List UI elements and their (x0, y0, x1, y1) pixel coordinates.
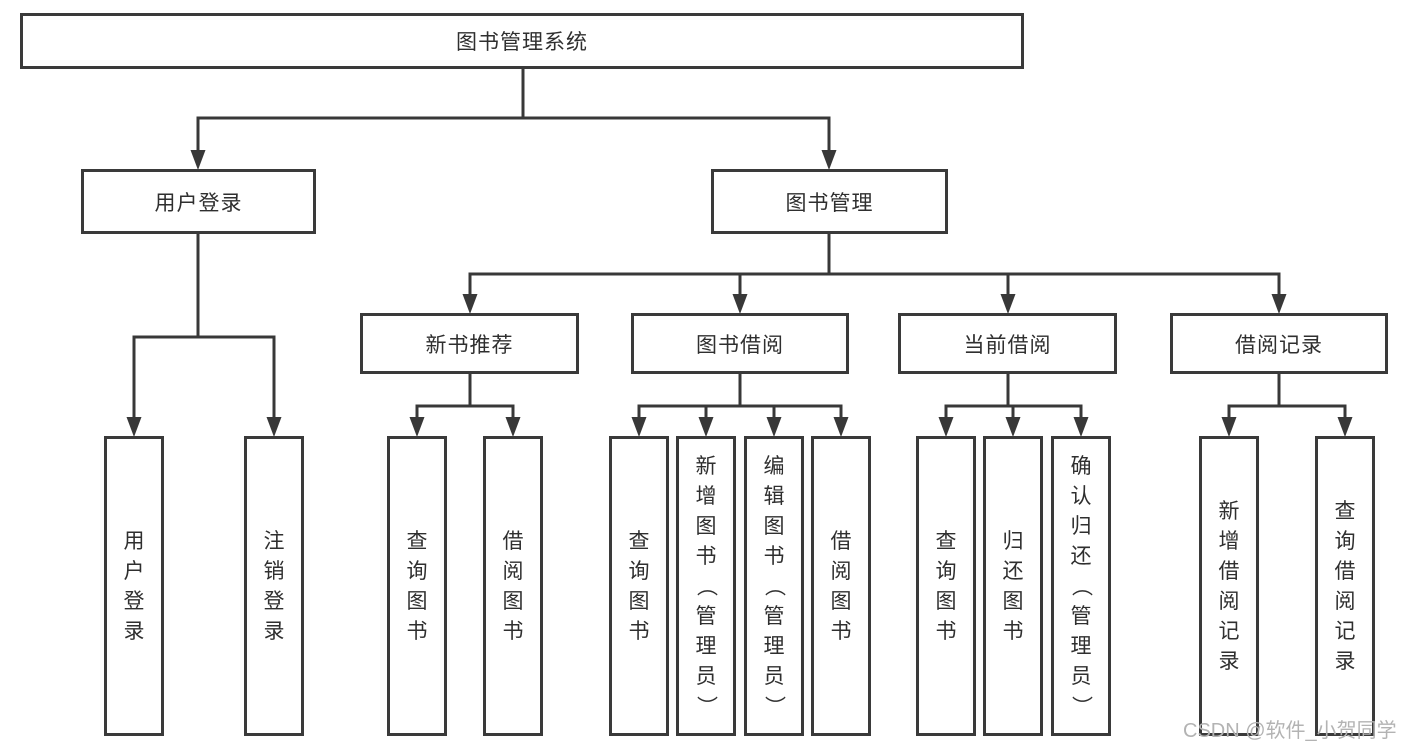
node-group-new-book-label: 新书推荐 (425, 333, 514, 357)
node-leaf-current-confirm-admin-label: 确认归还（管理员） (1069, 454, 1093, 717)
node-leaf-borrow-edit-admin-label: 编辑图书（管理员） (762, 454, 786, 717)
connector-user-login (126, 234, 282, 437)
node-branch-user-login-label: 用户登录 (154, 191, 243, 215)
node-root: 图书管理系统 (20, 13, 1024, 69)
node-leaf-user-login-label: 用户登录 (123, 529, 145, 643)
node-leaf-logout: 注销登录 (244, 436, 304, 736)
node-branch-book-management-label: 图书管理 (785, 191, 874, 215)
node-leaf-borrow-add-admin-label: 新增图书（管理员） (694, 454, 718, 717)
node-leaf-borrow-borrow-label: 借阅图书 (830, 529, 852, 643)
node-group-current-borrow-label: 当前借阅 (963, 333, 1052, 357)
connector-book-borrow (631, 374, 849, 437)
node-root-label: 图书管理系统 (456, 31, 588, 54)
node-group-borrow-record: 借阅记录 (1170, 313, 1388, 374)
connector-current-borrow (938, 374, 1089, 437)
node-leaf-record-add: 新增借阅记录 (1199, 436, 1259, 736)
node-leaf-newbook-borrow: 借阅图书 (483, 436, 543, 736)
node-leaf-current-confirm-admin: 确认归还（管理员） (1051, 436, 1111, 736)
node-leaf-current-query: 查询图书 (916, 436, 976, 736)
node-group-book-borrow-label: 图书借阅 (696, 333, 784, 357)
node-leaf-borrow-edit-admin: 编辑图书（管理员） (744, 436, 804, 736)
connector-root (190, 69, 837, 170)
node-leaf-current-return: 归还图书 (983, 436, 1043, 736)
node-leaf-borrow-query: 查询图书 (609, 436, 669, 736)
node-leaf-user-login: 用户登录 (104, 436, 164, 736)
node-leaf-newbook-query-label: 查询图书 (406, 529, 428, 643)
node-leaf-borrow-borrow: 借阅图书 (811, 436, 871, 736)
node-leaf-current-return-label: 归还图书 (1002, 529, 1024, 643)
node-group-borrow-record-label: 借阅记录 (1235, 333, 1323, 357)
node-leaf-newbook-borrow-label: 借阅图书 (502, 529, 524, 643)
node-group-new-book: 新书推荐 (360, 313, 579, 374)
connector-borrow-record (1221, 374, 1353, 437)
connector-book-management (462, 234, 1287, 314)
node-branch-user-login: 用户登录 (81, 169, 316, 234)
node-leaf-logout-label: 注销登录 (263, 529, 285, 643)
node-leaf-record-add-label: 新增借阅记录 (1218, 499, 1240, 673)
node-leaf-record-query-label: 查询借阅记录 (1334, 499, 1356, 673)
node-leaf-newbook-query: 查询图书 (387, 436, 447, 736)
node-branch-book-management: 图书管理 (711, 169, 948, 234)
node-group-book-borrow: 图书借阅 (631, 313, 849, 374)
node-leaf-current-query-label: 查询图书 (935, 529, 957, 643)
node-leaf-borrow-add-admin: 新增图书（管理员） (676, 436, 736, 736)
node-group-current-borrow: 当前借阅 (898, 313, 1117, 374)
watermark: CSDN @软件_小贺同学 (1183, 720, 1397, 742)
node-leaf-borrow-query-label: 查询图书 (628, 529, 650, 643)
node-leaf-record-query: 查询借阅记录 (1315, 436, 1375, 736)
connector-new-book (409, 374, 521, 437)
